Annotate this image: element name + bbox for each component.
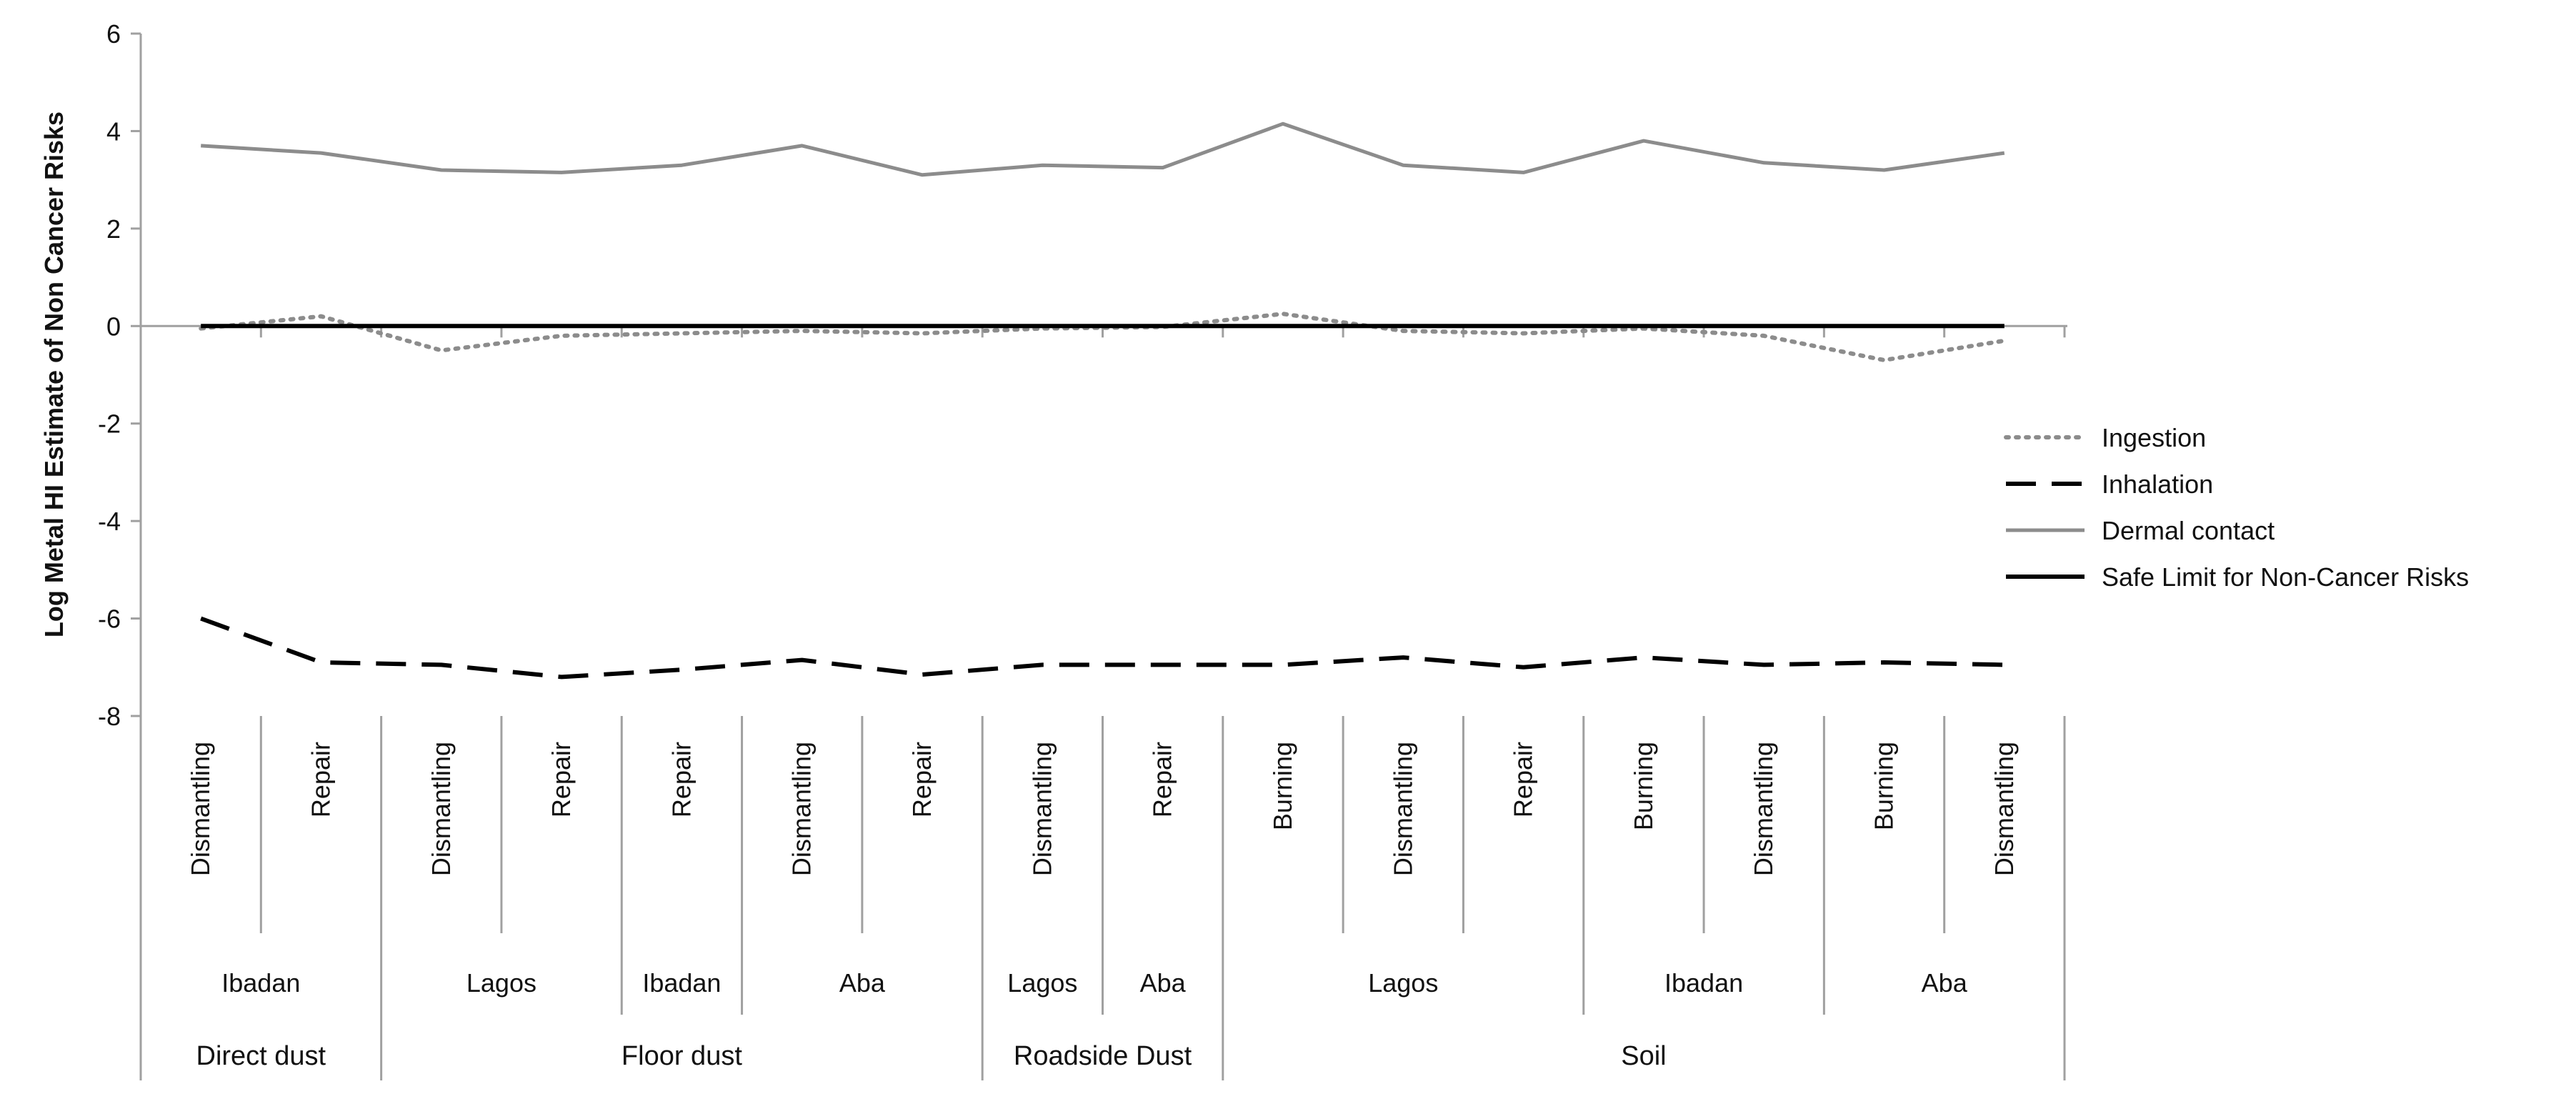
- media-label: Floor dust: [621, 1041, 742, 1071]
- legend-label: Safe Limit for Non-Cancer Risks: [2102, 562, 2469, 592]
- y-tick-label: -8: [98, 702, 121, 731]
- location-label: Aba: [1140, 968, 1187, 998]
- series-line-dermal-contact: [201, 121, 2005, 177]
- activity-label: Repair: [667, 742, 696, 817]
- legend-label: Dermal contact: [2102, 516, 2275, 545]
- location-label: Lagos: [1368, 968, 1438, 998]
- media-label: Direct dust: [196, 1041, 326, 1071]
- activity-label: Dismantling: [1990, 742, 2019, 876]
- y-tick-label: -2: [98, 409, 121, 439]
- activity-label: Burning: [1629, 742, 1658, 830]
- media-label: Soil: [1621, 1041, 1666, 1071]
- activity-label: Dismantling: [426, 742, 456, 876]
- series-line-inhalation: [200, 616, 2005, 680]
- legend-label: Ingestion: [2102, 423, 2206, 452]
- activity-label: Repair: [546, 742, 576, 817]
- activity-label: Dismantling: [1388, 742, 1417, 876]
- activity-label: Repair: [1509, 742, 1538, 817]
- activity-label: Burning: [1268, 742, 1297, 830]
- location-label: Ibadan: [642, 968, 721, 998]
- location-label: Ibadan: [1664, 968, 1743, 998]
- y-tick-label: -4: [98, 507, 121, 536]
- legend-label: Inhalation: [2102, 469, 2213, 499]
- activity-label: Dismantling: [1749, 742, 1778, 876]
- y-tick-label: -6: [98, 605, 121, 634]
- activity-label: Repair: [1148, 742, 1177, 817]
- activity-label: Dismantling: [787, 742, 817, 876]
- y-tick-label: 6: [106, 19, 121, 49]
- y-tick-label: 0: [106, 312, 121, 341]
- series-lines: [199, 121, 2007, 680]
- y-tick-label: 2: [106, 214, 121, 244]
- location-label: Lagos: [466, 968, 536, 998]
- activity-label: Dismantling: [186, 742, 215, 876]
- y-axis-title: Log Metal HI Estimate of Non Cancer Risk…: [39, 111, 69, 637]
- activity-label: Dismantling: [1027, 742, 1057, 876]
- activity-label: Repair: [907, 742, 937, 817]
- location-label: Aba: [839, 968, 886, 998]
- y-tick-label: 4: [106, 116, 121, 146]
- activity-label: Burning: [1869, 742, 1899, 830]
- location-label: Aba: [1922, 968, 1968, 998]
- media-label: Roadside Dust: [1014, 1041, 1192, 1071]
- location-label: Ibadan: [221, 968, 300, 998]
- activity-label: Repair: [306, 742, 335, 817]
- location-label: Lagos: [1007, 968, 1077, 998]
